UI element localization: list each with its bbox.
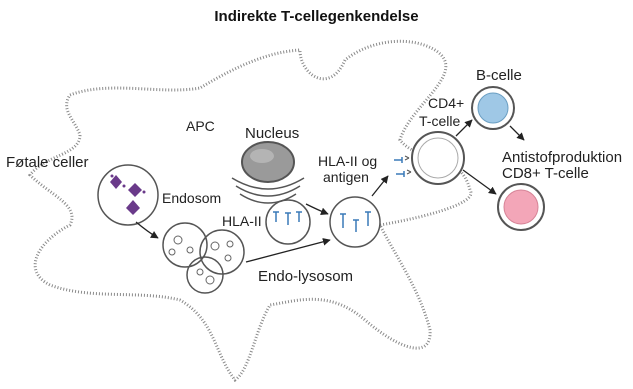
label-fetal-cells: Føtale celler [6, 154, 89, 171]
label-hla-ii-antigen-2: antigen [323, 169, 369, 185]
label-cd4-1: CD4+ [428, 95, 464, 111]
label-cd4-2: T-celle [419, 113, 460, 129]
label-antibody: Antistofproduktion [502, 149, 622, 166]
label-apc: APC [186, 118, 215, 134]
label-nucleus: Nucleus [245, 125, 299, 142]
label-endosome: Endosom [162, 190, 221, 206]
diagram-title: Indirekte T-cellegenkendelse [0, 8, 633, 25]
apc-cell-outline [30, 41, 471, 380]
label-endo-lysosome: Endo-lysosom [258, 268, 353, 285]
cd8-t-cell-nucleus [504, 190, 538, 224]
arrow-bcell-to-antibody [510, 126, 524, 140]
cd4-t-cell [412, 132, 464, 184]
label-hla-ii: HLA-II [222, 213, 262, 229]
label-hla-ii-antigen-1: HLA-II og [318, 153, 377, 169]
label-b-cell: B-celle [476, 67, 522, 84]
b-cell-nucleus [478, 93, 508, 123]
label-cd8: CD8+ T-celle [502, 165, 589, 182]
nucleus-highlight [250, 149, 274, 163]
